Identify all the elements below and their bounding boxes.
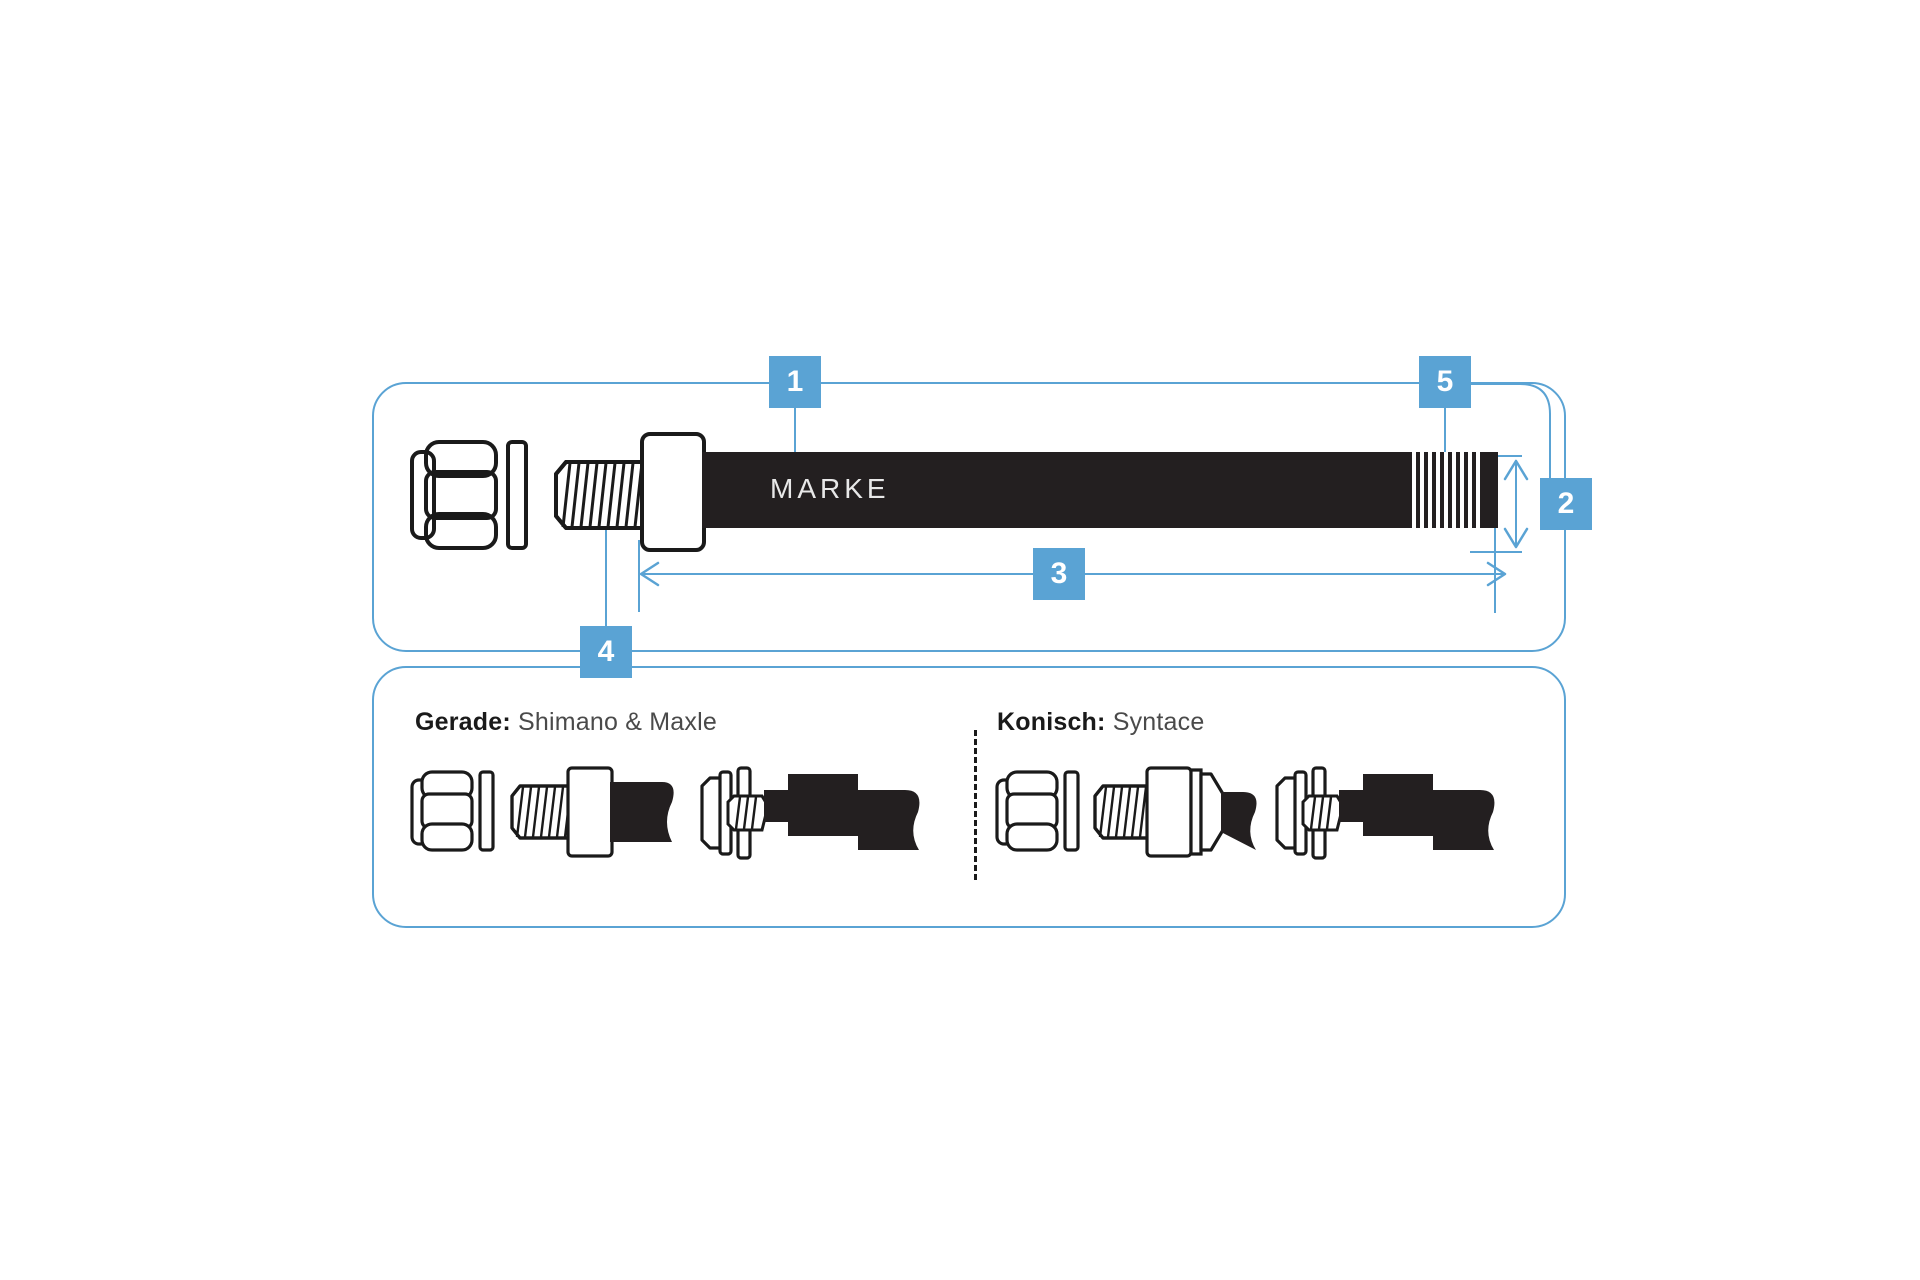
legend-label-gerade: Gerade: Shimano & Maxle <box>415 708 717 737</box>
callout-badge-1[interactable]: 1 <box>769 356 821 408</box>
thru-axle-assembly: MARKE <box>410 432 1498 552</box>
legend-divider <box>974 730 977 880</box>
dim2-tick-bottom <box>1470 551 1522 553</box>
legend-value-konisch: Syntace <box>1105 708 1205 736</box>
dimension-line-2 <box>1503 459 1529 549</box>
extension-line-right <box>1494 455 1496 613</box>
bolt-thread-left <box>554 460 648 530</box>
callout-badge-5[interactable]: 5 <box>1419 356 1471 408</box>
callout-badge-2[interactable]: 2 <box>1540 478 1592 530</box>
straight-axle-side-view-icon <box>410 766 674 858</box>
conical-axle-side-view-icon <box>995 766 1257 858</box>
legend-term-konisch: Konisch: <box>997 708 1106 736</box>
straight-axle-end-view-icon <box>700 766 920 860</box>
legend-value-gerade: Shimano & Maxle <box>510 708 717 736</box>
axle-shaft-body <box>702 452 1498 528</box>
callout-badge-3[interactable]: 3 <box>1033 548 1085 600</box>
leader-line-5 <box>1444 408 1446 486</box>
axle-collar <box>640 432 706 552</box>
conical-axle-end-view-icon <box>1275 766 1495 860</box>
brand-text: MARKE <box>770 473 890 504</box>
leader-line-1 <box>794 408 796 481</box>
extension-line-left <box>638 540 640 612</box>
axle-thread-right <box>1410 452 1498 528</box>
leader-elbow-5 <box>1446 383 1551 490</box>
leader-line-4 <box>605 530 607 626</box>
legend-term-gerade: Gerade: <box>415 708 511 736</box>
legend-label-konisch: Konisch: Syntace <box>997 708 1204 737</box>
callout-badge-4[interactable]: 4 <box>580 626 632 678</box>
